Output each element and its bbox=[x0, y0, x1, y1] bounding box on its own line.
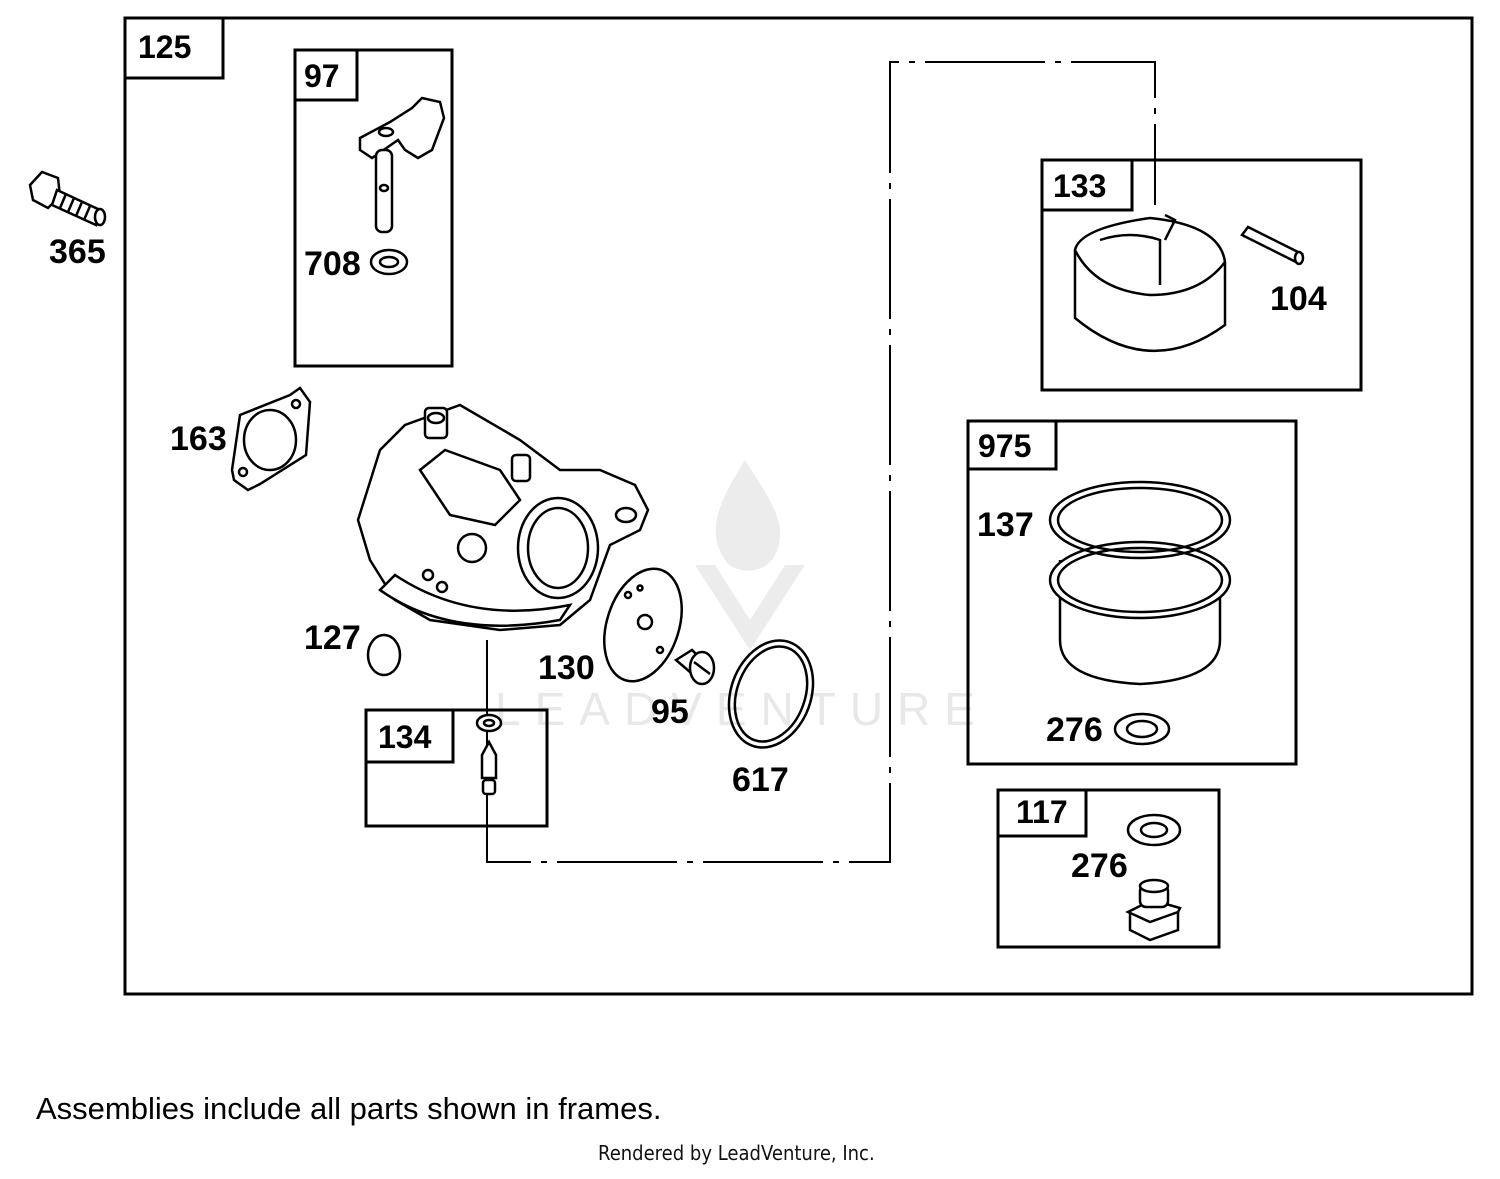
frame-label-975: 975 bbox=[978, 428, 1031, 464]
frame-fuel-bowl-kit bbox=[966, 419, 1298, 766]
washer-276-975 bbox=[1113, 712, 1171, 746]
bowl-gasket-137 bbox=[1048, 480, 1232, 560]
render-credit: Rendered by LeadVenture, Inc. bbox=[598, 1141, 875, 1165]
watermark-text: LEADVENTURE bbox=[495, 683, 989, 735]
part-number-276-bowl: 276 bbox=[1046, 711, 1103, 749]
throttle-shaft bbox=[358, 96, 446, 234]
frame-throttle-shaft-kit bbox=[293, 48, 454, 368]
frame-label-box bbox=[123, 16, 225, 80]
frame-label-133: 133 bbox=[1053, 168, 1106, 204]
frame-label-134: 134 bbox=[378, 719, 432, 755]
watermark-flame-icon bbox=[715, 460, 781, 571]
carburetor-body bbox=[356, 403, 650, 632]
frame-label-97: 97 bbox=[304, 58, 340, 94]
part-number-130: 130 bbox=[538, 649, 595, 687]
watermark-v-icon bbox=[695, 565, 805, 650]
choke-plate-130 bbox=[603, 567, 683, 683]
frame-inlet-needle-kit bbox=[364, 708, 549, 828]
frame-label-box bbox=[996, 788, 1088, 838]
part-number-365: 365 bbox=[49, 233, 106, 271]
frame-label-box bbox=[364, 708, 455, 764]
gasket-163 bbox=[230, 386, 312, 492]
part-number-137: 137 bbox=[977, 506, 1034, 544]
inlet-needle bbox=[475, 713, 503, 796]
frame-label-117: 117 bbox=[1016, 794, 1068, 830]
frame-label-box bbox=[293, 48, 359, 102]
washer-276-117 bbox=[1126, 813, 1182, 847]
part-number-104: 104 bbox=[1270, 280, 1327, 318]
jet-95 bbox=[673, 648, 716, 686]
part-number-95: 95 bbox=[651, 693, 689, 731]
part-number-617: 617 bbox=[732, 761, 789, 799]
throttle-seal-708 bbox=[369, 248, 409, 276]
assembly-leader-line bbox=[486, 61, 1156, 863]
part-number-163: 163 bbox=[170, 420, 227, 458]
frame-float-kit bbox=[1040, 158, 1363, 392]
frame-label-125: 125 bbox=[138, 29, 191, 65]
frame-label-box bbox=[966, 419, 1058, 471]
frame-bowl-nut-kit bbox=[996, 788, 1221, 949]
float-133 bbox=[1073, 213, 1227, 352]
part-number-708: 708 bbox=[304, 245, 361, 283]
part-number-276-nut: 276 bbox=[1071, 847, 1128, 885]
fuel-bowl bbox=[1048, 540, 1232, 686]
float-pin-104 bbox=[1240, 225, 1305, 266]
frame-label-box bbox=[1040, 158, 1134, 212]
bowl-nut bbox=[1125, 878, 1182, 942]
bolt-365 bbox=[28, 170, 107, 227]
part-number-127: 127 bbox=[304, 619, 361, 657]
frame-carburetor-assembly bbox=[123, 16, 1474, 996]
welch-plug-127 bbox=[366, 633, 402, 677]
gasket-617 bbox=[727, 639, 815, 749]
assemblies-note: Assemblies include all parts shown in fr… bbox=[36, 1091, 662, 1126]
